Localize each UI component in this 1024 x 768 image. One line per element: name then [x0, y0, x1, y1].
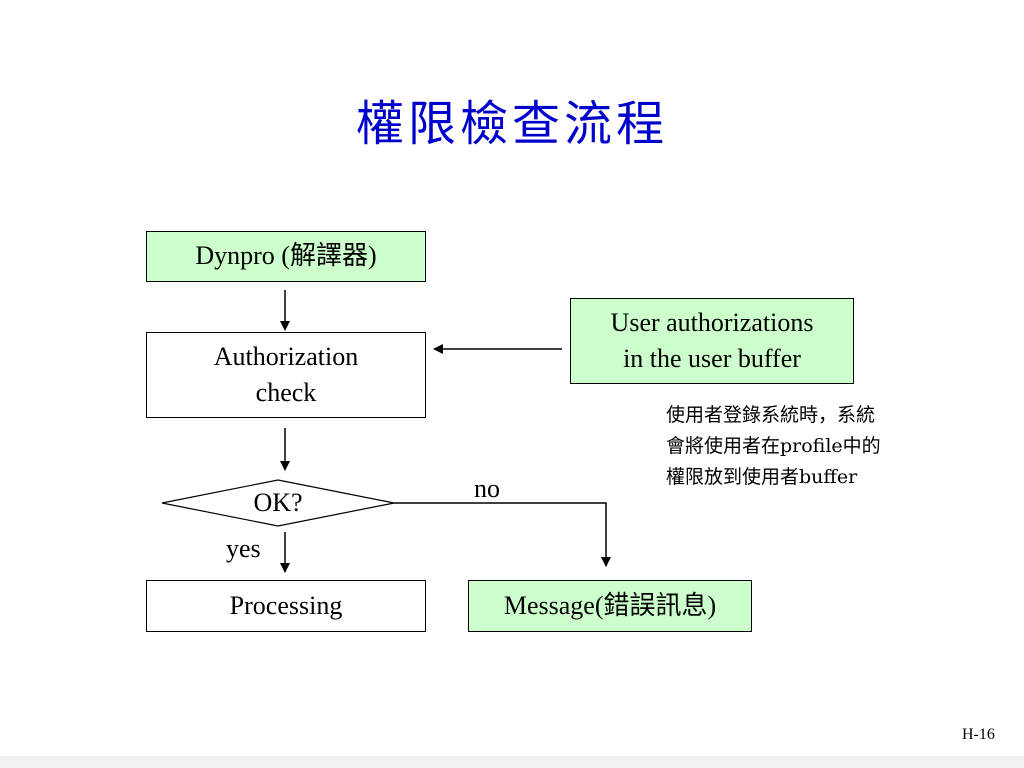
dynpro-box: Dynpro (解譯器) — [146, 231, 426, 282]
buffer-note-line1: 使用者登錄系統時，系統 — [666, 404, 876, 426]
page-number: H-16 — [962, 726, 995, 743]
authorization-check-label-line1: Authorization — [213, 341, 359, 371]
dynpro-label: Dynpro (解譯器) — [195, 241, 377, 271]
user-buffer-label-line1: User authorizations — [610, 307, 814, 337]
message-label: Message(錯誤訊息) — [503, 590, 717, 620]
arrow-no-to-message — [394, 502, 611, 567]
buffer-note-line2: 會將使用者在profile中的 — [666, 435, 881, 457]
buffer-note: 使用者登錄系統時，系統 會將使用者在profile中的 權限放到使用者buffe… — [666, 400, 966, 493]
no-label: no — [474, 474, 500, 503]
processing-label: Processing — [229, 590, 343, 620]
authorization-check-label-line2: check — [255, 378, 317, 407]
yes-label: yes — [226, 534, 261, 563]
user-buffer-label-line2: in the user buffer — [623, 344, 801, 373]
bottom-bar — [0, 756, 1024, 768]
buffer-note-line3: 權限放到使用者buffer — [666, 466, 858, 488]
slide-title: 權限檢查流程 — [355, 96, 668, 152]
message-box: Message(錯誤訊息) — [468, 580, 752, 632]
processing-box: Processing — [146, 580, 426, 632]
authorization-check-box: Authorization check — [146, 332, 426, 418]
decision-label: OK? — [253, 488, 303, 517]
user-buffer-box: User authorizations in the user buffer — [570, 298, 854, 384]
